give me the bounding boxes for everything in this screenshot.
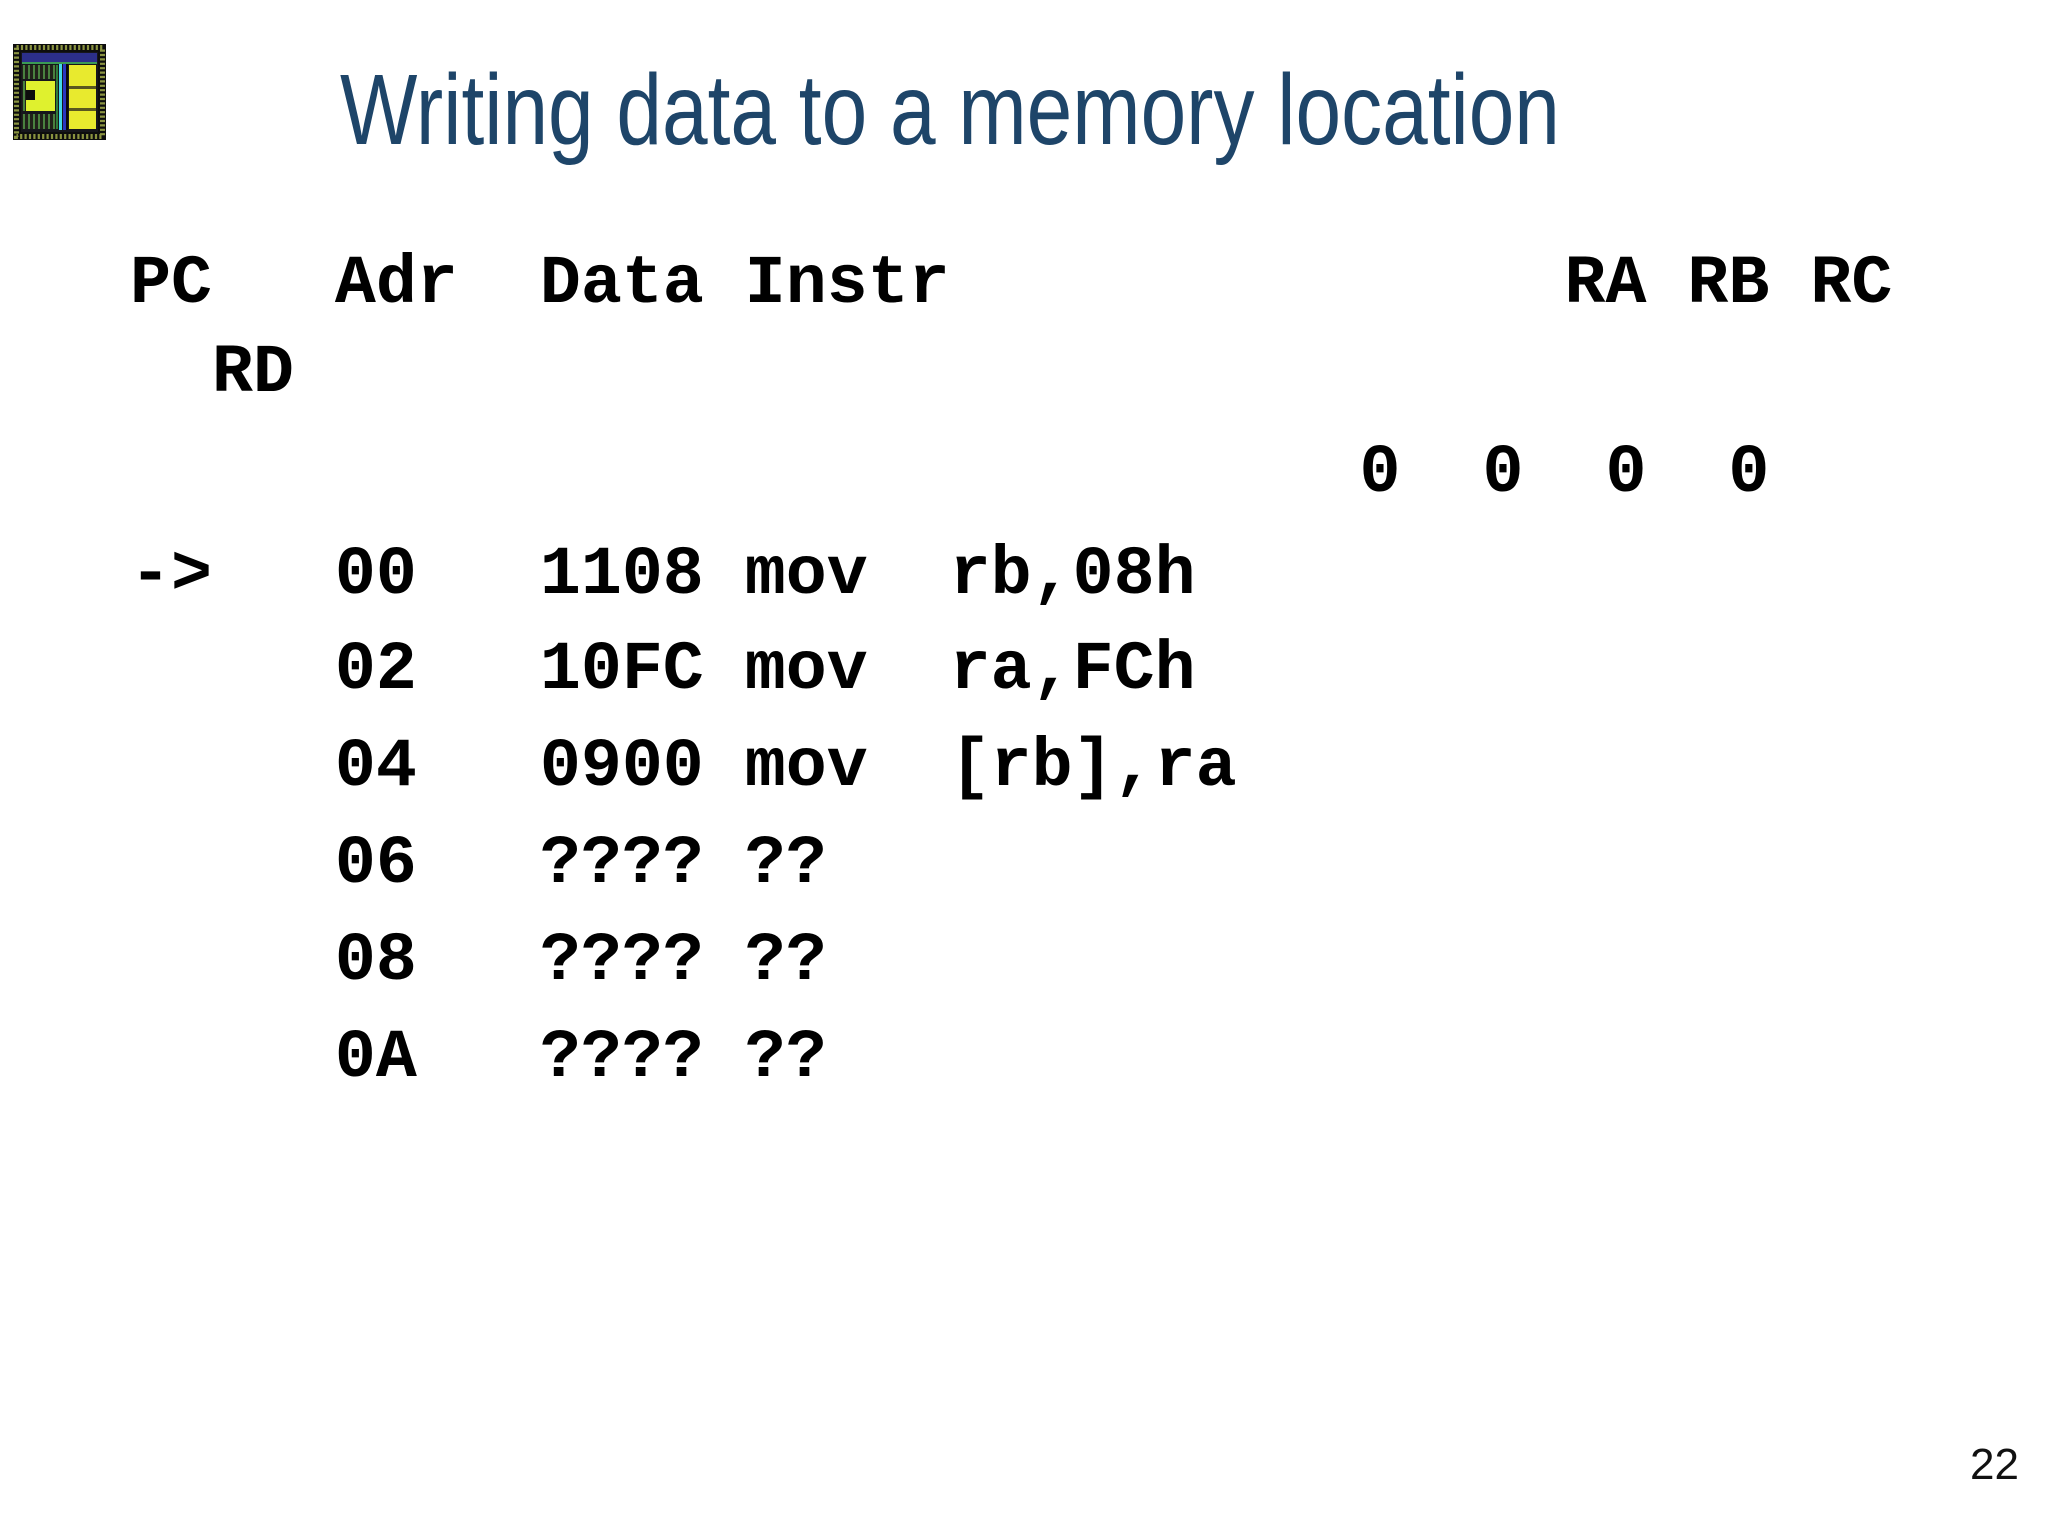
listing-row: 0A ???? ?? (130, 1019, 827, 1097)
page-title: Writing data to a memory location (340, 54, 1560, 166)
listing-row: -> 00 1108 mov rb,08h (130, 536, 1196, 614)
listing-row: 06 ???? ?? (130, 825, 827, 903)
page-number: 22 (1970, 1440, 2019, 1489)
listing-header-line-2: RD (130, 334, 294, 412)
chip-die-icon (13, 44, 106, 140)
listing-row: 02 10FC mov ra,FCh (130, 631, 1196, 709)
memory-listing: PC Adr Data Instr RA RB RC RD 0 0 0 0 ->… (130, 0, 2030, 1200)
listing-row: 08 ???? ?? (130, 922, 827, 1000)
listing-row: 04 0900 mov [rb],ra (130, 728, 1237, 806)
listing-header-line-1: PC Adr Data Instr RA RB RC (130, 245, 1893, 323)
register-values-line: 0 0 0 0 (130, 434, 1770, 512)
chip-die-image (13, 44, 106, 140)
